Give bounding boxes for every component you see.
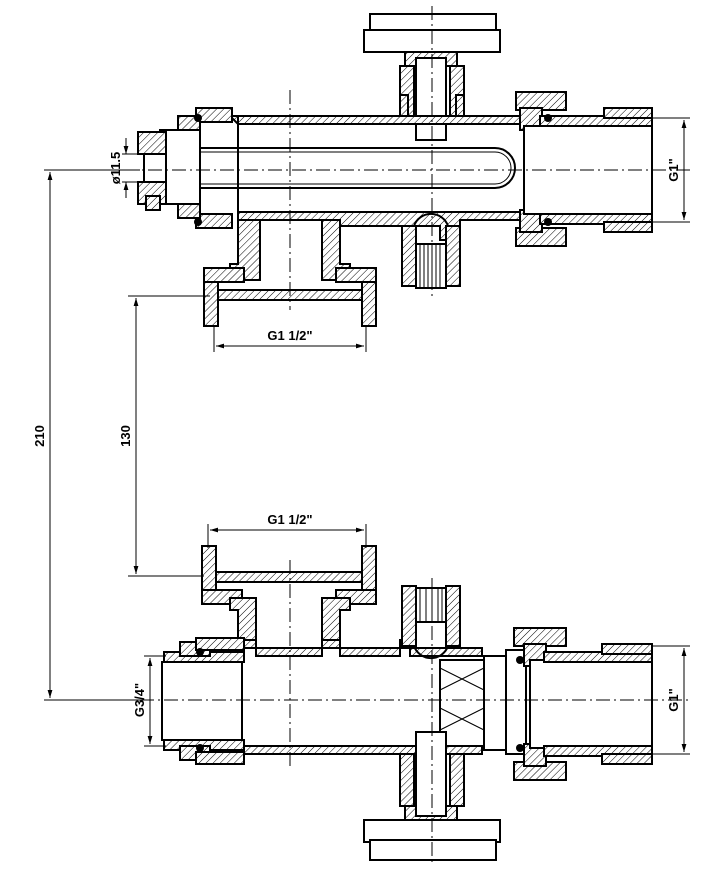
dim-lower-g112-label: G1 1/2"	[267, 512, 312, 527]
upper-sight-tube	[175, 147, 516, 189]
dim-upper-g112-label: G1 1/2"	[267, 328, 312, 343]
dim-lower-g1-label: G1"	[666, 688, 681, 712]
lower-manifold	[140, 545, 690, 866]
dim-g34-label: G3/4"	[132, 683, 147, 717]
dim-210-label: 210	[32, 425, 47, 447]
dim-upper-g1-label: G1"	[666, 158, 681, 182]
dim-130-label: 130	[118, 425, 133, 447]
dim-dia-label: ø11.5	[108, 152, 123, 185]
upper-body	[227, 94, 521, 241]
dimensions: 210 130 G1 1/2" G1 1/2" G1" G1" G3/4"	[32, 117, 690, 755]
lower-top-outlet	[201, 545, 377, 649]
upper-manifold	[100, 6, 690, 327]
upper-bottom-plug	[401, 212, 461, 289]
lower-left-union	[161, 637, 245, 765]
upper-left-cap	[137, 107, 233, 229]
lower-flow-internals	[439, 649, 527, 755]
lower-right-union	[513, 627, 653, 781]
upper-right-union	[515, 91, 653, 247]
lower-top-plug	[401, 585, 461, 660]
